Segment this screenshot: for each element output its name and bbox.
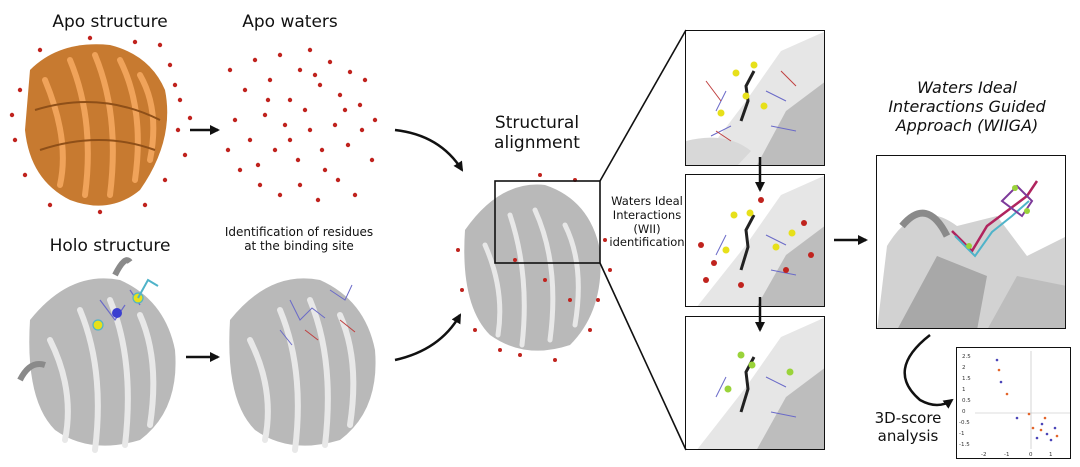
structural-alignment-label: Structural alignment [494, 113, 580, 154]
y-tick-label: 0.5 [962, 398, 971, 404]
identification-label: Identification of residues at the bindin… [224, 225, 374, 254]
y-tick-label: -0.5 [959, 420, 970, 426]
holo-structure-label: Holo structure [49, 236, 171, 256]
apo-waters-cloud [225, 47, 378, 203]
wii-identification-label: Waters Ideal Interactions (WII) identifi… [609, 194, 685, 250]
apo-protein [9, 35, 193, 215]
score-scatter-panel: 2.5 2 1.5 1 0.5 0 -0.5 -1 -1.5 -2 -1 0 1 [956, 347, 1071, 459]
score-scatter-plot: 2.5 2 1.5 1 0.5 0 -0.5 -1 -1.5 -2 -1 0 1 [959, 351, 1070, 458]
y-tick-label: 2.5 [962, 354, 971, 360]
y-tick-label: 0 [962, 409, 966, 415]
wiiga-result-panel [876, 155, 1066, 329]
y-tick-label: -1.5 [959, 442, 970, 448]
wii-panel-top [685, 30, 825, 166]
holo-protein [17, 257, 176, 453]
y-tick-label: 2 [962, 365, 966, 371]
zoom-box [494, 180, 601, 264]
wiiga-result-drawing [877, 180, 1065, 328]
wii-panel-middle [685, 174, 825, 307]
x-tick-label: -2 [981, 452, 986, 458]
apo-waters-label: Apo waters [242, 12, 338, 32]
wii-panel-middle-drawing [697, 175, 824, 306]
x-tick-label: 1 [1049, 452, 1053, 458]
aligned-structure [456, 173, 612, 362]
x-tick-label: -1 [1004, 452, 1009, 458]
x-tick-label: 0 [1029, 452, 1033, 458]
wii-panel-bottom [685, 316, 825, 450]
y-tick-label: -1 [959, 431, 964, 437]
y-tick-label: 1 [962, 387, 966, 393]
binding-site-protein [229, 278, 376, 453]
wii-panel-top-drawing [686, 31, 824, 165]
score-analysis-label: 3D-score analysis [874, 409, 942, 445]
arrow-residues-to-alignment [394, 313, 462, 362]
y-tick-label: 1.5 [962, 376, 971, 382]
wii-panel-bottom-drawing [697, 317, 824, 449]
arrow-waters-to-alignment [394, 128, 464, 172]
wiiga-label: Waters Ideal Interactions Guided Approac… [888, 78, 1046, 136]
apo-structure-label: Apo structure [52, 12, 168, 32]
arrow-wiiga-to-score [903, 334, 954, 409]
